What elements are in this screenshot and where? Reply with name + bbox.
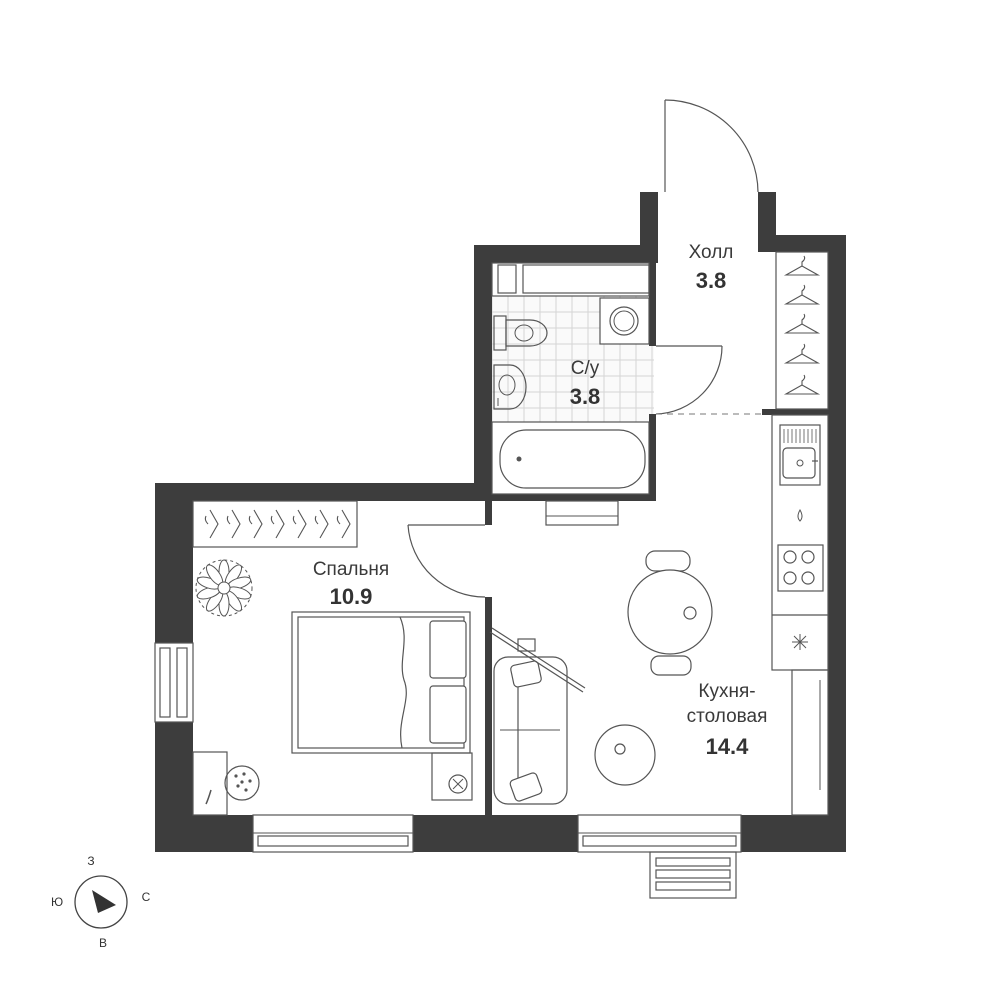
nightstand bbox=[431, 752, 473, 801]
bedroom-wardrobe bbox=[192, 500, 358, 548]
compass: З Ю С В bbox=[51, 854, 151, 950]
bedroom-area: 10.9 bbox=[330, 584, 373, 609]
washing-machine-bath bbox=[599, 297, 650, 345]
hanger-icon bbox=[248, 509, 263, 539]
compass-west-label: Ю bbox=[51, 895, 63, 909]
dining-table bbox=[627, 550, 713, 676]
hall-name: Холл bbox=[689, 242, 734, 263]
hanger-icon bbox=[783, 313, 821, 334]
coffee-table bbox=[594, 724, 656, 786]
bedroom-window-bottom bbox=[252, 814, 414, 853]
plant bbox=[195, 559, 253, 617]
toilet bbox=[493, 315, 548, 351]
entrance-door bbox=[664, 99, 759, 193]
bath-sink bbox=[493, 364, 527, 410]
hanger-icon bbox=[336, 509, 351, 539]
compass-east-label: С bbox=[142, 890, 151, 904]
compass-north-label: З bbox=[87, 854, 94, 868]
kitchen-area: 14.4 bbox=[706, 734, 750, 759]
bathroom-name: С/у bbox=[571, 358, 600, 379]
radiator-kitchen bbox=[545, 500, 619, 526]
hanger-icon bbox=[314, 509, 329, 539]
hanger-icon bbox=[270, 509, 285, 539]
hanger-icon bbox=[783, 343, 821, 364]
bedroom-window-left bbox=[154, 642, 194, 723]
double-bed bbox=[291, 611, 471, 754]
bathtub bbox=[491, 421, 650, 495]
hanger-icon bbox=[204, 509, 219, 539]
bathroom-area: 3.8 bbox=[570, 384, 601, 409]
compass-arrow-icon bbox=[92, 890, 116, 913]
bedroom-name: Спальня bbox=[313, 559, 389, 580]
hanger-icon bbox=[226, 509, 241, 539]
hall-area: 3.8 bbox=[696, 268, 727, 293]
compass-south-label: В bbox=[99, 936, 107, 950]
bathroom-door bbox=[655, 345, 723, 415]
floor-lamp bbox=[489, 627, 586, 693]
sofa bbox=[493, 656, 568, 805]
hanger-icon bbox=[783, 284, 821, 305]
balcony bbox=[649, 851, 737, 899]
kitchen-name-line2: столовая bbox=[687, 706, 768, 727]
kitchen-counter bbox=[771, 414, 829, 671]
walls bbox=[155, 192, 846, 852]
bedroom-door bbox=[407, 524, 486, 598]
kitchen-window-bottom bbox=[577, 814, 742, 853]
hall-wardrobe bbox=[775, 251, 829, 410]
hanger-icon bbox=[292, 509, 307, 539]
kitchen-cabinet bbox=[791, 669, 829, 816]
hanger-icon bbox=[783, 255, 821, 276]
desk bbox=[192, 751, 260, 816]
hanger-icon bbox=[783, 374, 821, 395]
kitchen-name-line1: Кухня- bbox=[698, 681, 755, 702]
